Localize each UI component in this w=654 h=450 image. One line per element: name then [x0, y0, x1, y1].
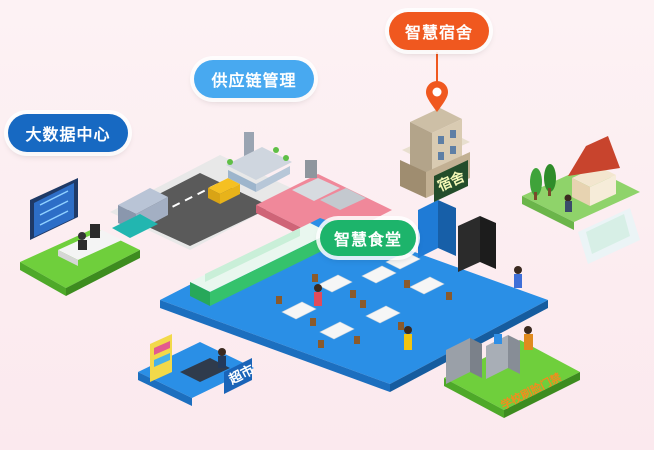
kitchen-area	[256, 160, 392, 250]
tree	[544, 164, 556, 192]
smart-dorm-label[interactable]: 智慧宿舍	[389, 12, 489, 50]
serving-counter	[190, 223, 330, 292]
smart-canteen-label[interactable]: 智慧食堂	[320, 220, 416, 256]
dorm-sign-board	[434, 160, 468, 202]
tree	[530, 168, 542, 196]
face-scanner-screen	[494, 334, 502, 344]
warehouse	[118, 188, 168, 214]
vending-machines	[418, 200, 496, 272]
delivery-truck	[208, 178, 240, 194]
supermarket-area	[138, 334, 254, 406]
checkout-counter	[180, 358, 230, 382]
dining-tables	[281, 251, 445, 340]
big-data-center-area	[20, 178, 140, 296]
residential-area	[522, 136, 640, 264]
supply-chain-label[interactable]: 供应链管理	[194, 60, 314, 98]
chairs	[276, 274, 452, 348]
house-roof	[568, 136, 620, 176]
face-gate-area	[444, 326, 580, 418]
dormitory-building	[400, 108, 470, 202]
supply-chain-area	[110, 132, 300, 250]
factory-tower	[244, 132, 254, 162]
big-data-center-label[interactable]: 大数据中心	[8, 114, 128, 152]
location-pin-icon	[426, 52, 448, 112]
